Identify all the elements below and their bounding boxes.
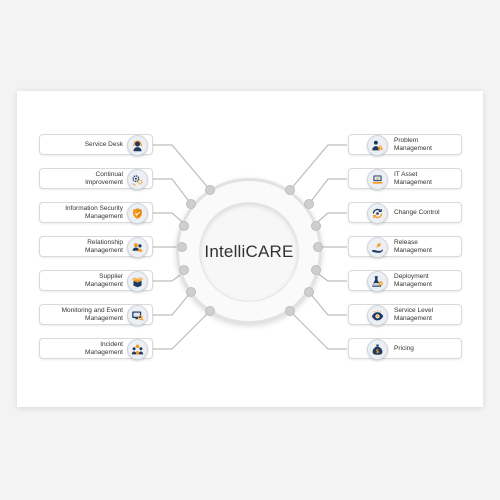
laptop-asset-icon [367,169,388,190]
node-continual-improvement[interactable]: Continual Improvement [39,168,153,190]
junction-dot [205,306,215,316]
open-box-icon [127,271,148,292]
node-label: Information Security Management [65,204,123,220]
node-label: Deployment Management [394,272,432,288]
node-label: IT Asset Management [394,170,432,186]
hub-center: IntelliCARE [200,203,298,301]
node-it-asset-management[interactable]: IT Asset Management [348,168,462,190]
junction-dot [285,185,295,195]
connector-right-6 [308,291,347,316]
eye-gauge-icon [367,305,388,326]
junction-dot [313,242,323,252]
junction-dot [177,242,187,252]
node-service-level-management[interactable]: Service Level Management [348,304,462,326]
connector-right-1 [289,144,347,191]
junction-dot [179,221,189,231]
node-deployment-management[interactable]: Deployment Management [348,270,462,292]
connector-right-7 [289,310,347,350]
node-label: Problem Management [394,136,432,152]
node-label: Change Control [394,208,440,216]
node-label: Monitoring and Event Management [61,306,123,322]
node-problem-management[interactable]: Problem Management [348,134,462,156]
junction-dot [304,199,314,209]
node-label: Continual Improvement [85,170,123,186]
node-incident-management[interactable]: Incident Management [39,338,153,360]
node-relationship-management[interactable]: Relationship Management [39,236,153,258]
node-information-security[interactable]: Information Security Management [39,202,153,224]
brand-title: IntelliCARE [204,242,294,261]
hand-release-icon [367,237,388,258]
node-supplier-management[interactable]: Supplier Management [39,270,153,292]
node-label: Service Desk [84,140,123,148]
junction-dot [186,287,196,297]
svg-text:$: $ [376,349,380,355]
node-label: Supplier Management [85,272,123,288]
team-alert-icon [127,339,148,360]
junction-dot [285,306,295,316]
connector-left-6 [153,291,192,316]
junction-dot [179,265,189,275]
gears-cycle-icon [127,169,148,190]
node-pricing[interactable]: $ Pricing [348,338,462,360]
junction-dot [311,265,321,275]
shield-check-icon [127,203,148,224]
connector-right-2 [308,178,347,205]
node-monitoring-event[interactable]: Monitoring and Event Management [39,304,153,326]
connector-left-7 [153,310,211,350]
node-label: Pricing [394,344,414,352]
money-bag-icon: $ [367,339,388,360]
node-release-management[interactable]: Release Management [348,236,462,258]
person-warning-icon [367,135,388,156]
monitor-search-icon [127,305,148,326]
junction-dot [304,287,314,297]
rocket-deploy-icon [367,271,388,292]
connector-left-1 [153,144,211,191]
handshake-people-icon [127,237,148,258]
connector-left-2 [153,178,192,205]
node-change-control[interactable]: Change Control [348,202,462,224]
junction-dot [205,185,215,195]
node-service-desk[interactable]: Service Desk [39,134,153,156]
node-label: Relationship Management [85,238,123,254]
node-label: Service Level Management [394,306,434,322]
node-label: Release Management [394,238,432,254]
node-label: Incident Management [85,340,123,356]
refresh-cycle-icon [367,203,388,224]
junction-dot [311,221,321,231]
headset-agent-icon [127,135,148,156]
junction-dot [186,199,196,209]
